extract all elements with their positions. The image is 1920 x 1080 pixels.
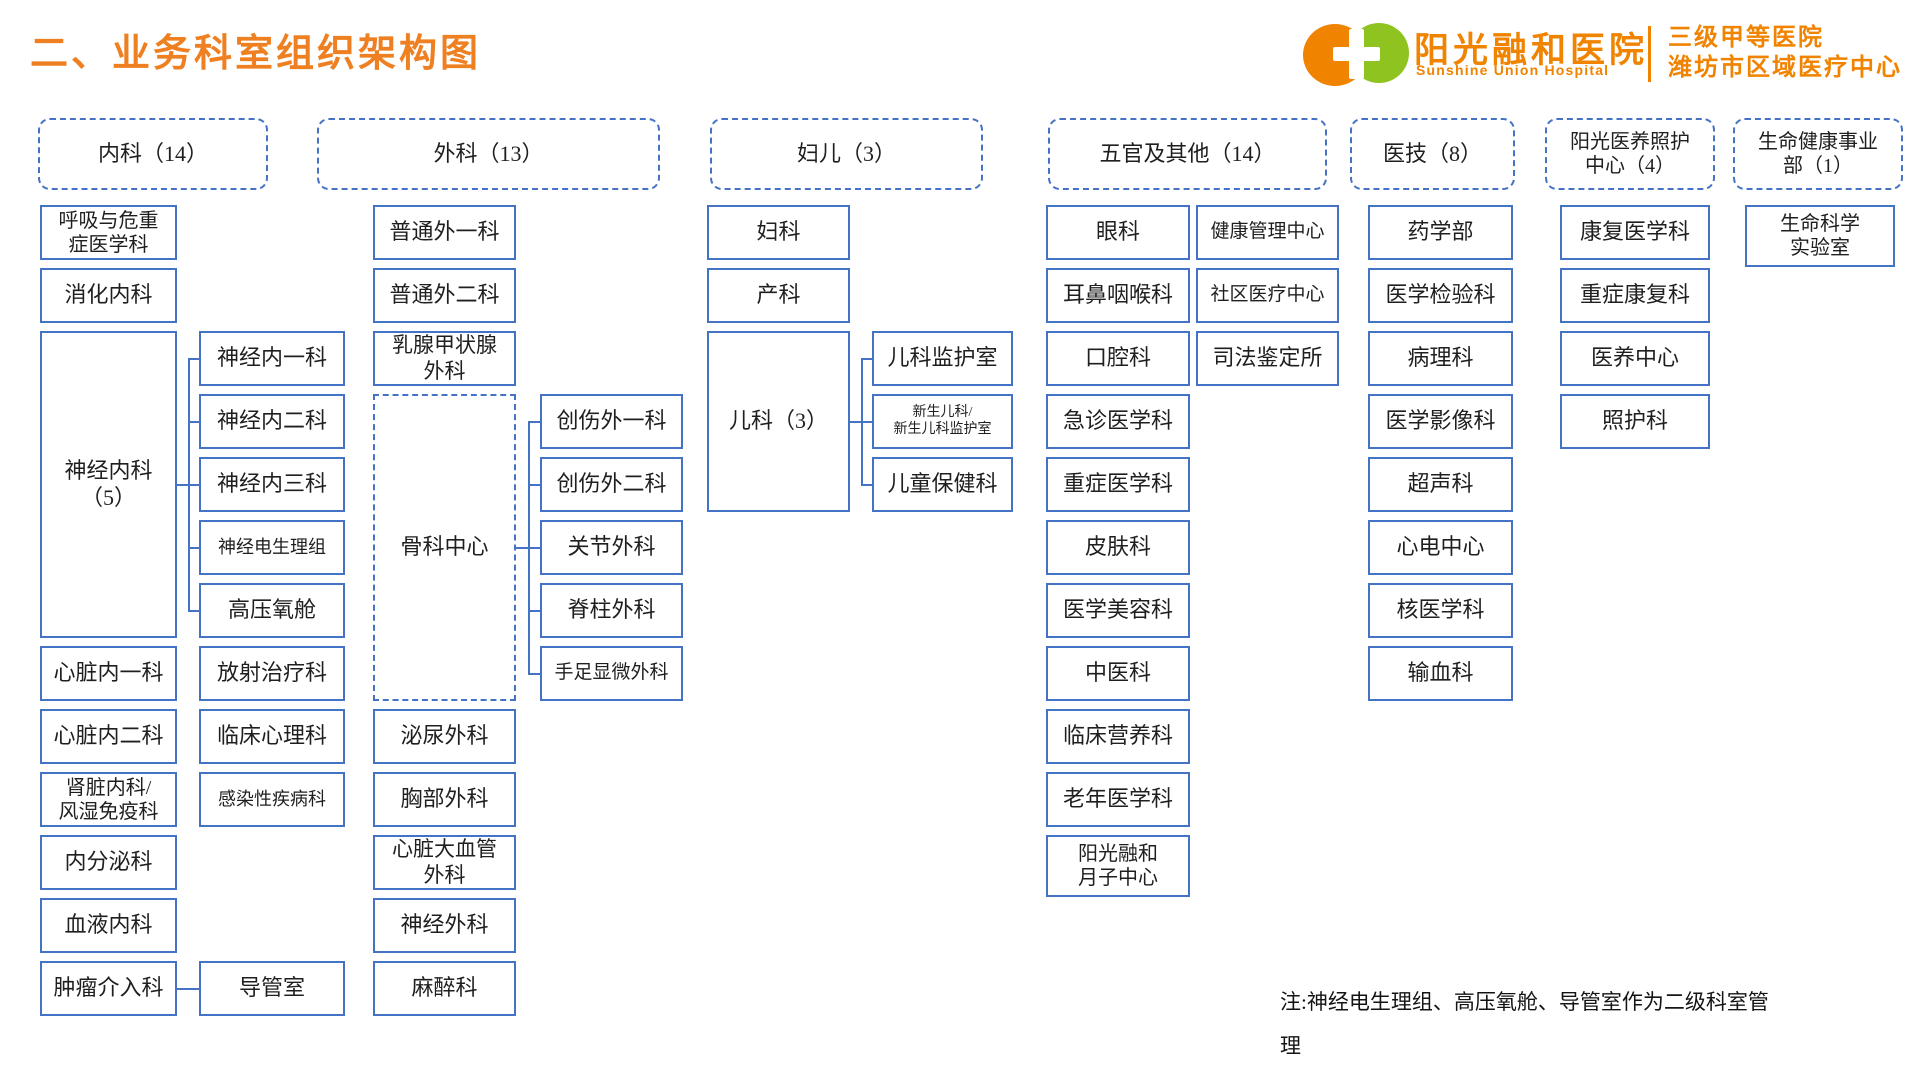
dept-box-wuguan-7: 重症医学科 <box>1046 457 1190 512</box>
dept-box-neike-14: 内分泌科 <box>40 835 177 890</box>
dept-box-wuguan-4: 口腔科 <box>1046 331 1190 386</box>
connector-line <box>188 546 199 549</box>
dept-box-wuguan-5: 司法鉴定所 <box>1196 331 1339 386</box>
dept-box-waike-7: 脊柱外科 <box>540 583 683 638</box>
dept-box-neike-2: 神经内科 （5） <box>40 331 177 638</box>
connector-line <box>861 483 872 486</box>
dept-box-wuguan-0: 眼科 <box>1046 205 1190 260</box>
brand-divider <box>1648 26 1651 82</box>
hospital-tagline: 三级甲等医院 潍坊市区域医疗中心 <box>1668 24 1902 81</box>
connector-line <box>177 987 199 990</box>
group-header-fuer: 妇儿（3） <box>710 118 983 190</box>
dept-box-neike-11: 临床心理科 <box>199 709 345 764</box>
footnote: 注:神经电生理组、高压氧舱、导管室作为二级科室管 理 <box>1280 990 1769 1058</box>
group-header-neike: 内科（14） <box>38 118 268 190</box>
dept-box-neike-9: 放射治疗科 <box>199 646 345 701</box>
dept-box-neike-12: 肾脏内科/ 风湿免疫科 <box>40 772 177 827</box>
hospital-logo <box>1303 23 1409 86</box>
connector-line <box>861 420 872 423</box>
connector-line <box>177 483 190 486</box>
dept-box-neike-5: 神经内三科 <box>199 457 345 512</box>
dept-box-waike-6: 关节外科 <box>540 520 683 575</box>
dept-box-yiji-3: 医学影像科 <box>1368 394 1513 449</box>
dept-box-waike-10: 胸部外科 <box>373 772 516 827</box>
dept-box-yiyang-1: 重症康复科 <box>1560 268 1710 323</box>
dept-box-fuer-2: 儿科（3） <box>707 331 850 512</box>
dept-box-neike-3: 神经内一科 <box>199 331 345 386</box>
dept-box-wuguan-13: 阳光融和 月子中心 <box>1046 835 1190 897</box>
connector-line <box>528 420 540 423</box>
dept-box-fuer-4: 新生儿科/ 新生儿科监护室 <box>872 394 1013 449</box>
connector-line <box>861 357 872 360</box>
dept-box-neike-6: 神经电生理组 <box>199 520 345 575</box>
dept-box-waike-3: 骨科中心 <box>373 394 516 701</box>
connector-line <box>188 420 199 423</box>
dept-box-waike-0: 普通外一科 <box>373 205 516 260</box>
dept-box-fuer-3: 儿科监护室 <box>872 331 1013 386</box>
dept-box-waike-4: 创伤外一科 <box>540 394 683 449</box>
connector-line <box>528 609 540 612</box>
connector-line <box>850 420 863 423</box>
dept-box-neike-16: 肿瘤介入科 <box>40 961 177 1016</box>
dept-box-fuer-0: 妇科 <box>707 205 850 260</box>
group-header-wuguan: 五官及其他（14） <box>1048 118 1327 190</box>
connector-line <box>188 609 199 612</box>
connector-line <box>188 357 199 360</box>
dept-box-neike-1: 消化内科 <box>40 268 177 323</box>
dept-box-wuguan-9: 医学美容科 <box>1046 583 1190 638</box>
dept-box-wuguan-12: 老年医学科 <box>1046 772 1190 827</box>
dept-box-neike-13: 感染性疾病科 <box>199 772 345 827</box>
dept-box-waike-13: 麻醉科 <box>373 961 516 1016</box>
dept-box-neike-17: 导管室 <box>199 961 345 1016</box>
hospital-name-en: Sunshine Union Hospital <box>1416 62 1610 78</box>
dept-box-yiji-7: 输血科 <box>1368 646 1513 701</box>
dept-box-yiji-1: 医学检验科 <box>1368 268 1513 323</box>
group-header-shengming: 生命健康事业 部（1） <box>1733 118 1903 190</box>
dept-box-fuer-5: 儿童保健科 <box>872 457 1013 512</box>
dept-box-wuguan-11: 临床营养科 <box>1046 709 1190 764</box>
dept-box-waike-1: 普通外二科 <box>373 268 516 323</box>
dept-box-neike-8: 心脏内一科 <box>40 646 177 701</box>
dept-box-yiji-6: 核医学科 <box>1368 583 1513 638</box>
dept-box-waike-2: 乳腺甲状腺 外科 <box>373 331 516 386</box>
dept-box-wuguan-2: 耳鼻咽喉科 <box>1046 268 1190 323</box>
dept-box-waike-5: 创伤外二科 <box>540 457 683 512</box>
dept-box-yiji-2: 病理科 <box>1368 331 1513 386</box>
group-header-waike: 外科（13） <box>317 118 660 190</box>
group-header-yiyang: 阳光医养照护 中心（4） <box>1545 118 1715 190</box>
connector-line <box>528 483 540 486</box>
logo-cross-icon <box>1333 29 1380 79</box>
dept-box-waike-9: 泌尿外科 <box>373 709 516 764</box>
dept-box-yiyang-0: 康复医学科 <box>1560 205 1710 260</box>
dept-box-yiji-4: 超声科 <box>1368 457 1513 512</box>
dept-box-yiji-0: 药学部 <box>1368 205 1513 260</box>
dept-box-neike-4: 神经内二科 <box>199 394 345 449</box>
dept-box-yiyang-3: 照护科 <box>1560 394 1710 449</box>
connector-line <box>188 483 199 486</box>
dept-box-waike-8: 手足显微外科 <box>540 646 683 701</box>
dept-box-wuguan-3: 社区医疗中心 <box>1196 268 1339 323</box>
dept-box-yiji-5: 心电中心 <box>1368 520 1513 575</box>
dept-box-shengming-0: 生命科学 实验室 <box>1745 205 1895 267</box>
dept-box-neike-15: 血液内科 <box>40 898 177 953</box>
dept-box-wuguan-6: 急诊医学科 <box>1046 394 1190 449</box>
dept-box-waike-11: 心脏大血管 外科 <box>373 835 516 890</box>
dept-box-fuer-1: 产科 <box>707 268 850 323</box>
hospital-name-cn: 阳光融和医院 <box>1414 31 1649 70</box>
dept-box-wuguan-10: 中医科 <box>1046 646 1190 701</box>
group-header-yiji: 医技（8） <box>1350 118 1515 190</box>
dept-box-yiyang-2: 医养中心 <box>1560 331 1710 386</box>
dept-box-neike-10: 心脏内二科 <box>40 709 177 764</box>
connector-line <box>528 546 540 549</box>
dept-box-neike-7: 高压氧舱 <box>199 583 345 638</box>
dept-box-wuguan-8: 皮肤科 <box>1046 520 1190 575</box>
dept-box-wuguan-1: 健康管理中心 <box>1196 205 1339 260</box>
dept-box-neike-0: 呼吸与危重 症医学科 <box>40 205 177 260</box>
page-title: 二、业务科室组织架构图 <box>30 33 482 75</box>
dept-box-waike-12: 神经外科 <box>373 898 516 953</box>
connector-line <box>516 546 530 549</box>
connector-line <box>528 672 540 675</box>
